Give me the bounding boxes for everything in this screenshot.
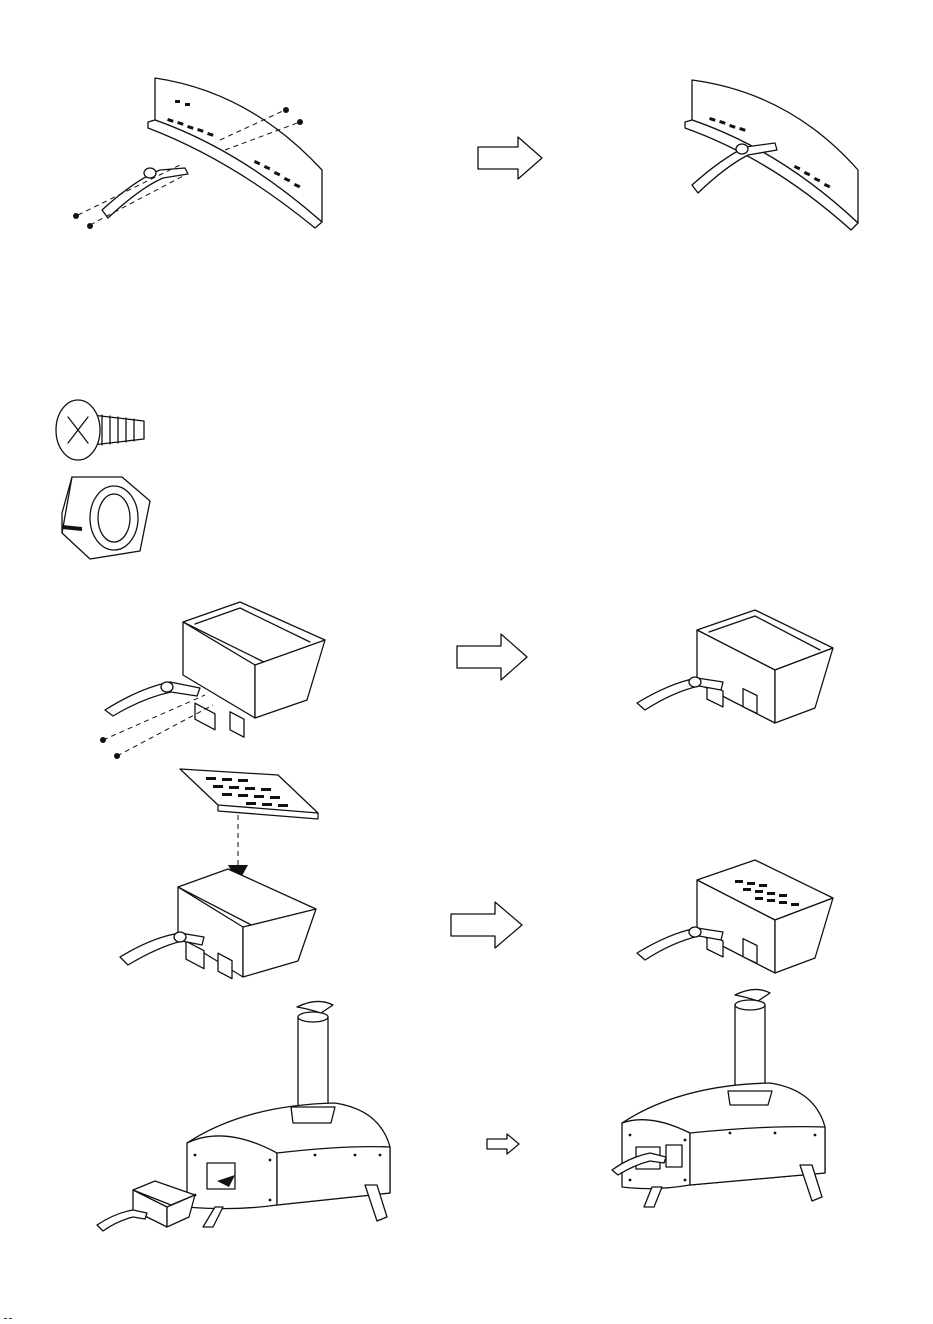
page-edge-mark [4,1318,12,1319]
right-arrow-icon [485,1132,521,1156]
step4-after-illustration [610,985,840,1225]
step1-after-illustration [680,75,865,235]
step3-after-illustration [635,858,840,980]
screw-icon [52,395,157,465]
step2-before-illustration [95,600,335,775]
step1-before-illustration [60,70,330,240]
step4-before-illustration [95,995,400,1240]
hex-nut-icon [52,473,157,563]
right-arrow-icon [449,900,525,950]
step2-after-illustration [635,608,840,728]
right-arrow-icon [455,632,530,682]
right-arrow-icon [476,135,546,181]
step3-before-illustration [118,765,323,990]
